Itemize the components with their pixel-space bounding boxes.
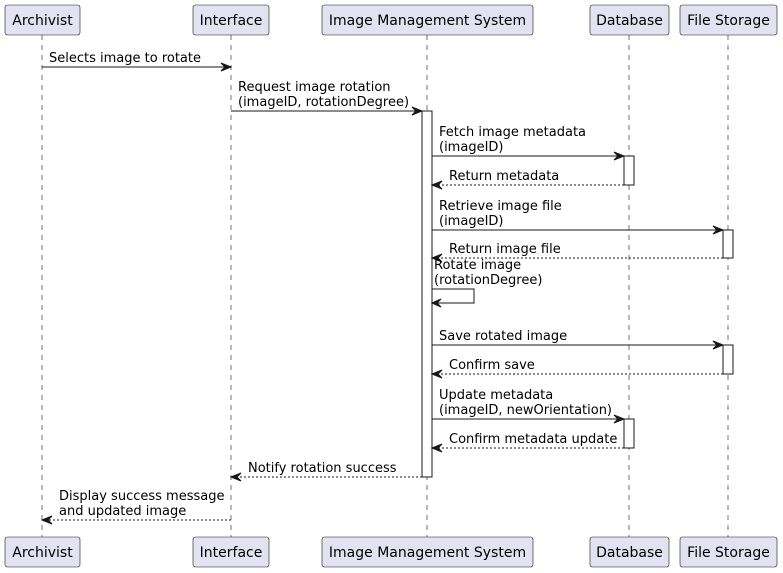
participant-box-database-bottom xyxy=(589,536,670,568)
message-label-line: Rotate image xyxy=(434,258,521,273)
message-7: Rotate image(rotationDegree) xyxy=(430,258,542,308)
message-arrow-head xyxy=(613,151,626,161)
activation-bar-database xyxy=(623,418,635,449)
participant-label-database-bottom: Database xyxy=(596,545,663,561)
message-10: Update metadata(imageID, newOrientation) xyxy=(432,388,626,424)
participant-label-archivist-top: Archivist xyxy=(12,13,73,29)
message-label-line: Selects image to rotate xyxy=(49,51,201,66)
message-5: Retrieve image file(imageID) xyxy=(432,199,725,235)
message-label-line: (imageID, newOrientation) xyxy=(439,403,612,418)
message-label-line: Fetch image metadata xyxy=(439,125,586,140)
participant-box-database-top xyxy=(589,4,670,36)
message-arrow-head xyxy=(712,340,725,350)
message-label-line: Save rotated image xyxy=(439,329,567,344)
message-8: Save rotated image xyxy=(432,329,725,350)
message-label-line: Notify rotation success xyxy=(248,461,397,476)
message-3: Fetch image metadata(imageID) xyxy=(432,125,626,161)
message-9: Confirm save xyxy=(430,358,723,379)
message-label-line: (imageID, rotationDegree) xyxy=(238,95,409,110)
participant-label-database-top: Database xyxy=(596,13,663,29)
message-label-line: Confirm metadata update xyxy=(449,432,617,447)
message-arrow-head xyxy=(430,443,443,453)
message-arrow-head xyxy=(220,62,233,72)
activation-bar-ims xyxy=(421,110,433,478)
message-arrow-head xyxy=(411,106,424,116)
participant-label-file_storage-bottom: File Storage xyxy=(687,545,770,561)
message-arrow-head xyxy=(430,369,443,379)
participant-box-ims-bottom xyxy=(321,536,534,568)
participant-label-ims-bottom: Image Management System xyxy=(329,545,526,561)
message-label-line: Return image file xyxy=(449,242,561,257)
participant-label-interface-bottom: Interface xyxy=(200,545,263,561)
message-label-line: Request image rotation xyxy=(238,80,391,95)
message-label-line: Retrieve image file xyxy=(439,199,562,214)
participant-box-interface-bottom xyxy=(192,536,270,568)
participants-bottom: Archivist Interface Image Management Syste… xyxy=(4,536,778,568)
message-label-line: (imageID) xyxy=(439,140,503,155)
participant-label-archivist-bottom: Archivist xyxy=(12,545,73,561)
participant-box-archivist-top xyxy=(4,4,81,36)
activation-bar-database xyxy=(623,155,635,186)
message-label-line: and updated image xyxy=(59,504,186,519)
message-label-line: Confirm save xyxy=(449,358,535,373)
message-arrow-line xyxy=(432,288,475,304)
message-arrow-head xyxy=(712,225,725,235)
message-label-line: Update metadata xyxy=(439,388,553,403)
activation-bar-file_storage xyxy=(722,344,734,375)
participant-box-ims-top xyxy=(321,4,534,36)
participants-top: Archivist Interface Image Management Syste… xyxy=(4,4,778,36)
participant-box-archivist-bottom xyxy=(4,536,81,568)
participant-box-interface-top xyxy=(192,4,270,36)
activation-bars xyxy=(421,110,734,478)
message-label-line: (rotationDegree) xyxy=(434,273,542,288)
message-1: Selects image to rotate xyxy=(42,51,233,72)
participant-label-interface-top: Interface xyxy=(200,13,263,29)
message-label-line: Return metadata xyxy=(449,169,559,184)
message-4: Return metadata xyxy=(430,169,624,190)
message-12: Notify rotation success xyxy=(229,461,422,482)
message-arrow-head xyxy=(229,472,242,482)
message-arrow-head xyxy=(430,298,442,308)
participant-box-file_storage-top xyxy=(679,4,778,36)
message-arrow-head xyxy=(40,515,53,525)
message-6: Return image file xyxy=(430,242,723,263)
activation-bar-file_storage xyxy=(722,229,734,259)
message-2: Request image rotation(imageID, rotation… xyxy=(231,80,424,116)
participant-box-file_storage-bottom xyxy=(679,536,778,568)
message-arrow-head xyxy=(613,414,626,424)
participant-label-file_storage-top: File Storage xyxy=(687,13,770,29)
message-arrow-head xyxy=(430,180,443,190)
message-label-line: Display success message xyxy=(59,489,224,504)
message-arrow-head xyxy=(430,253,443,263)
participant-label-ims-top: Image Management System xyxy=(329,13,526,29)
message-label-line: (imageID) xyxy=(439,214,503,229)
message-11: Confirm metadata update xyxy=(430,432,624,453)
